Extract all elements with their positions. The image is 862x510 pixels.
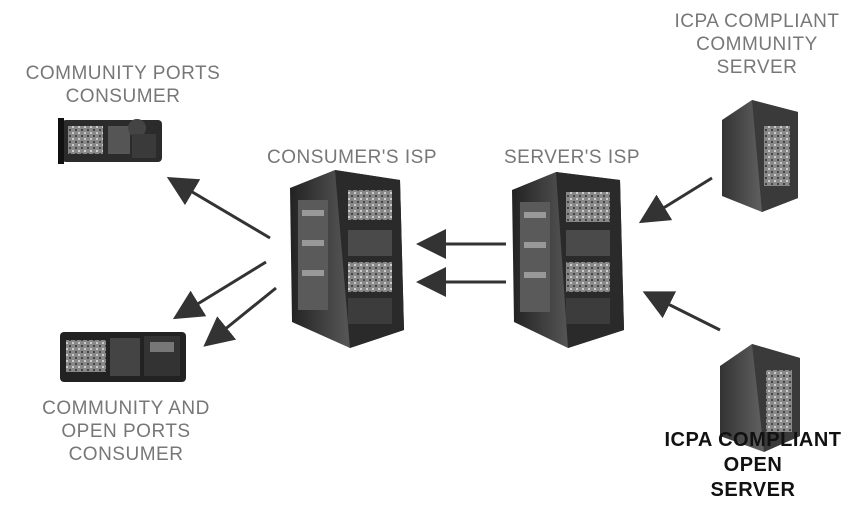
label-line: SERVER bbox=[710, 479, 796, 501]
router-icon bbox=[58, 118, 162, 164]
icpa-community-server-label: ICPA COMPLIANT COMMUNITY SERVER bbox=[654, 10, 860, 79]
label-line: OPEN bbox=[723, 454, 783, 476]
server-tower-icon bbox=[720, 344, 800, 452]
label-line: COMMUNITY bbox=[696, 34, 818, 55]
arrow bbox=[638, 176, 713, 224]
label-line: COMMUNITY AND bbox=[42, 398, 210, 419]
server-rack-icon bbox=[290, 170, 404, 348]
connection-arrows bbox=[166, 176, 721, 347]
label-line: CONSUMER bbox=[68, 444, 184, 465]
label-line: ICPA COMPLIANT bbox=[674, 11, 840, 32]
icpa-open-server-label: ICPA COMPLIANT OPEN SERVER bbox=[646, 428, 860, 503]
community-open-ports-consumer-label: COMMUNITY AND OPEN PORTS CONSUMER bbox=[6, 397, 246, 466]
servers-isp-label: SERVER'S ISP bbox=[492, 146, 652, 169]
label-line: SERVER bbox=[716, 57, 798, 78]
server-tower-icon bbox=[722, 100, 798, 212]
server-rack-icon bbox=[512, 172, 624, 348]
arrow bbox=[203, 286, 277, 347]
community-ports-consumer-label: COMMUNITY PORTS CONSUMER bbox=[8, 62, 238, 108]
consumers-isp-label: CONSUMER'S ISP bbox=[252, 146, 452, 169]
arrow bbox=[642, 291, 721, 332]
router-icon bbox=[60, 332, 186, 382]
label-line: ICPA COMPLIANT bbox=[664, 429, 842, 451]
label-line: CONSUMER bbox=[65, 86, 181, 107]
arrow bbox=[172, 260, 267, 320]
label-line: COMMUNITY PORTS bbox=[25, 63, 221, 84]
label-line: CONSUMER'S ISP bbox=[266, 147, 438, 168]
arrow bbox=[166, 176, 271, 240]
label-line: OPEN PORTS bbox=[61, 421, 191, 442]
label-line: SERVER'S ISP bbox=[504, 147, 640, 168]
